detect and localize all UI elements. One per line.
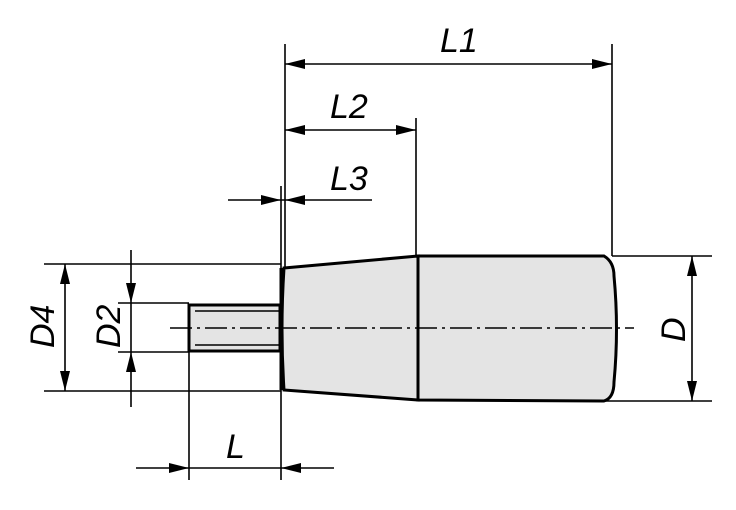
label-L1: L1 <box>440 22 478 60</box>
label-D: D <box>655 317 693 342</box>
handle-part <box>170 254 634 403</box>
label-L2: L2 <box>330 88 368 126</box>
dimension-lines <box>60 59 697 473</box>
label-D4: D4 <box>24 305 62 348</box>
label-L: L <box>226 428 245 466</box>
label-D2: D2 <box>90 304 128 348</box>
label-L3: L3 <box>330 160 368 198</box>
dimension-labels: L1 L2 L3 L D4 D2 D <box>24 22 693 466</box>
extension-lines <box>44 44 712 480</box>
grip-section <box>416 254 618 403</box>
